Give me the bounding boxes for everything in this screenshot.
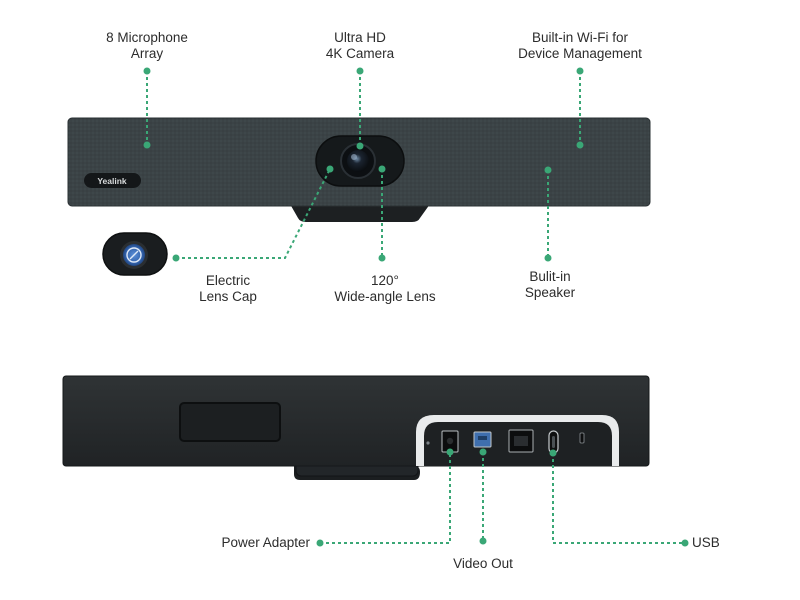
label-camera-line2: 4K Camera [325, 46, 395, 61]
label-wifi: Built-in Wi-Fi for Device Management [500, 30, 660, 62]
label-camera-line1: Ultra HD [334, 30, 386, 45]
label-wide-lens-line1: 120° [371, 273, 399, 288]
label-mic-array-line1: 8 Microphone [106, 30, 188, 45]
label-lens-cap-line1: Electric [205, 273, 251, 288]
label-speaker-line1: Bulit-in [529, 269, 571, 284]
label-power-text: Power Adapter [221, 535, 310, 550]
label-usb-text: USB [692, 535, 720, 550]
back-device [62, 375, 650, 480]
callout-lines [146, 71, 685, 544]
back-recess [179, 402, 281, 442]
callout-dots [143, 67, 689, 547]
front-stand [290, 204, 430, 222]
brand-logo [84, 173, 141, 188]
label-lens-cap: Electric Lens Cap [178, 273, 278, 305]
label-usb: USB [692, 535, 752, 551]
label-wide-lens: 120° Wide-angle Lens [322, 273, 448, 305]
front-device: Yealink [67, 117, 651, 222]
label-wide-lens-line2: Wide-angle Lens [334, 289, 436, 304]
label-video-out: Video Out [430, 556, 536, 572]
reset-hole [426, 441, 430, 445]
label-wifi-line1: Built-in Wi-Fi for [531, 30, 628, 45]
power-leader [320, 452, 451, 544]
label-speaker-line2: Speaker [524, 285, 576, 300]
lens-cap-detail [102, 232, 168, 276]
label-speaker: Bulit-in Speaker [500, 269, 600, 301]
security-slot [579, 432, 585, 444]
label-wifi-line2: Device Management [518, 46, 642, 61]
brand-logo-text: Yealink [97, 176, 127, 186]
usb-leader [552, 453, 685, 544]
label-camera: Ultra HD 4K Camera [300, 30, 420, 62]
label-video-out-text: Video Out [453, 556, 513, 571]
label-mic-array-line2: Array [130, 46, 164, 61]
label-mic-array: 8 Microphone Array [87, 30, 207, 62]
label-power: Power Adapter [180, 535, 310, 551]
label-lens-cap-line2: Lens Cap [199, 289, 257, 304]
lens-cap-leader [176, 168, 331, 259]
